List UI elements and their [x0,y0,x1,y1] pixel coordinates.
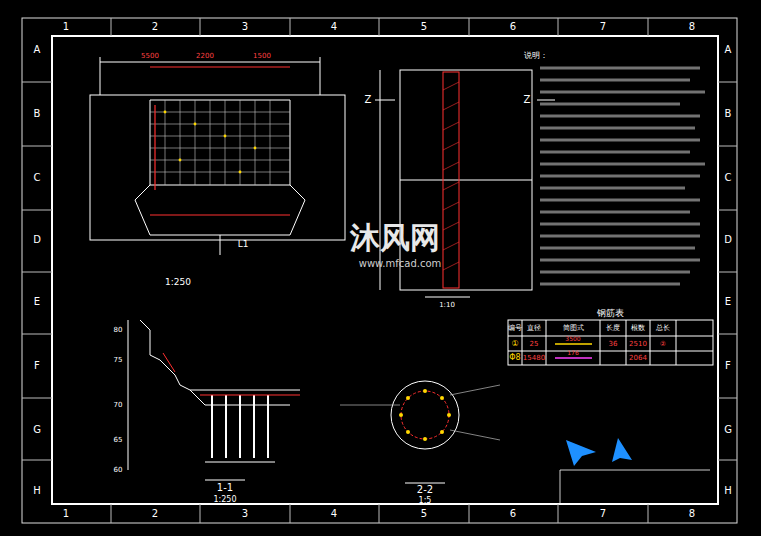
row-letter: H [33,486,41,496]
elevation: 75 [114,357,123,364]
column-number: 1 [63,22,69,32]
row-letter: E [725,297,731,307]
column-number: 4 [331,509,337,519]
table-cell: 36 [609,341,618,348]
column-number: 2 [152,22,158,32]
column-number: 5 [421,509,427,519]
column-number: 5 [421,22,427,32]
table-cell: 15480 [523,355,545,362]
row-letter: A [34,45,41,55]
column-number: 7 [600,22,606,32]
section-mark: Z [524,95,531,105]
column-number: 3 [242,509,248,519]
section-title: 1-1 [217,483,233,493]
table-cell: 2064 [629,355,647,362]
section-title: 2-2 [417,485,433,495]
row-letter: G [33,425,41,435]
section-mark: Z [365,95,372,105]
column-number: 2 [152,509,158,519]
row-letter: C [725,173,732,183]
elevation: 70 [114,402,123,409]
table-header: 直径 [527,325,541,332]
table-title: 钢筋表 [597,309,624,318]
table-cell: Φ8 [509,354,520,362]
table-cell: 176 [567,350,578,356]
scale-label: 1:250 [165,278,191,287]
dimension: 5500 [141,53,159,60]
column-number: 1 [63,509,69,519]
row-letter: D [33,235,41,245]
table-header: 长度 [606,325,620,332]
table-cell: 3500 [565,336,580,342]
column-number: 8 [689,22,695,32]
table-cell: ① [511,340,518,348]
scale-label: 1:10 [439,302,455,309]
table-header: 编号 [508,325,522,332]
table-header: 简图式 [563,325,584,332]
row-letter: B [34,109,41,119]
row-letter: F [725,361,731,371]
column-number: 6 [510,509,516,519]
table-cell: 2510 [629,341,647,348]
column-number: 3 [242,22,248,32]
row-letter: A [725,45,732,55]
dimension: 1500 [253,53,271,60]
row-letter: C [34,173,41,183]
table-header: 根数 [631,325,645,332]
watermark: 沐风网 [350,223,440,253]
axis-label: L1 [238,240,249,249]
scale-label: 1:5 [419,497,432,505]
table-header: 总长 [656,325,670,332]
table-cell: ② [660,341,666,348]
column-number: 4 [331,22,337,32]
row-letter: G [724,425,732,435]
watermark-url: www.mfcad.com [359,259,442,269]
column-number: 6 [510,22,516,32]
notes-heading: 说明： [524,52,548,60]
elevation: 60 [114,467,123,474]
table-cell: 25 [530,341,539,348]
row-letter: D [724,235,732,245]
elevation: 80 [114,327,123,334]
row-letter: B [725,109,732,119]
column-number: 7 [600,509,606,519]
elevation: 65 [114,437,123,444]
row-letter: F [34,361,40,371]
scale-label: 1:250 [213,496,236,504]
column-number: 8 [689,509,695,519]
dimension: 2200 [196,53,214,60]
row-letter: E [34,297,40,307]
row-letter: H [724,486,732,496]
